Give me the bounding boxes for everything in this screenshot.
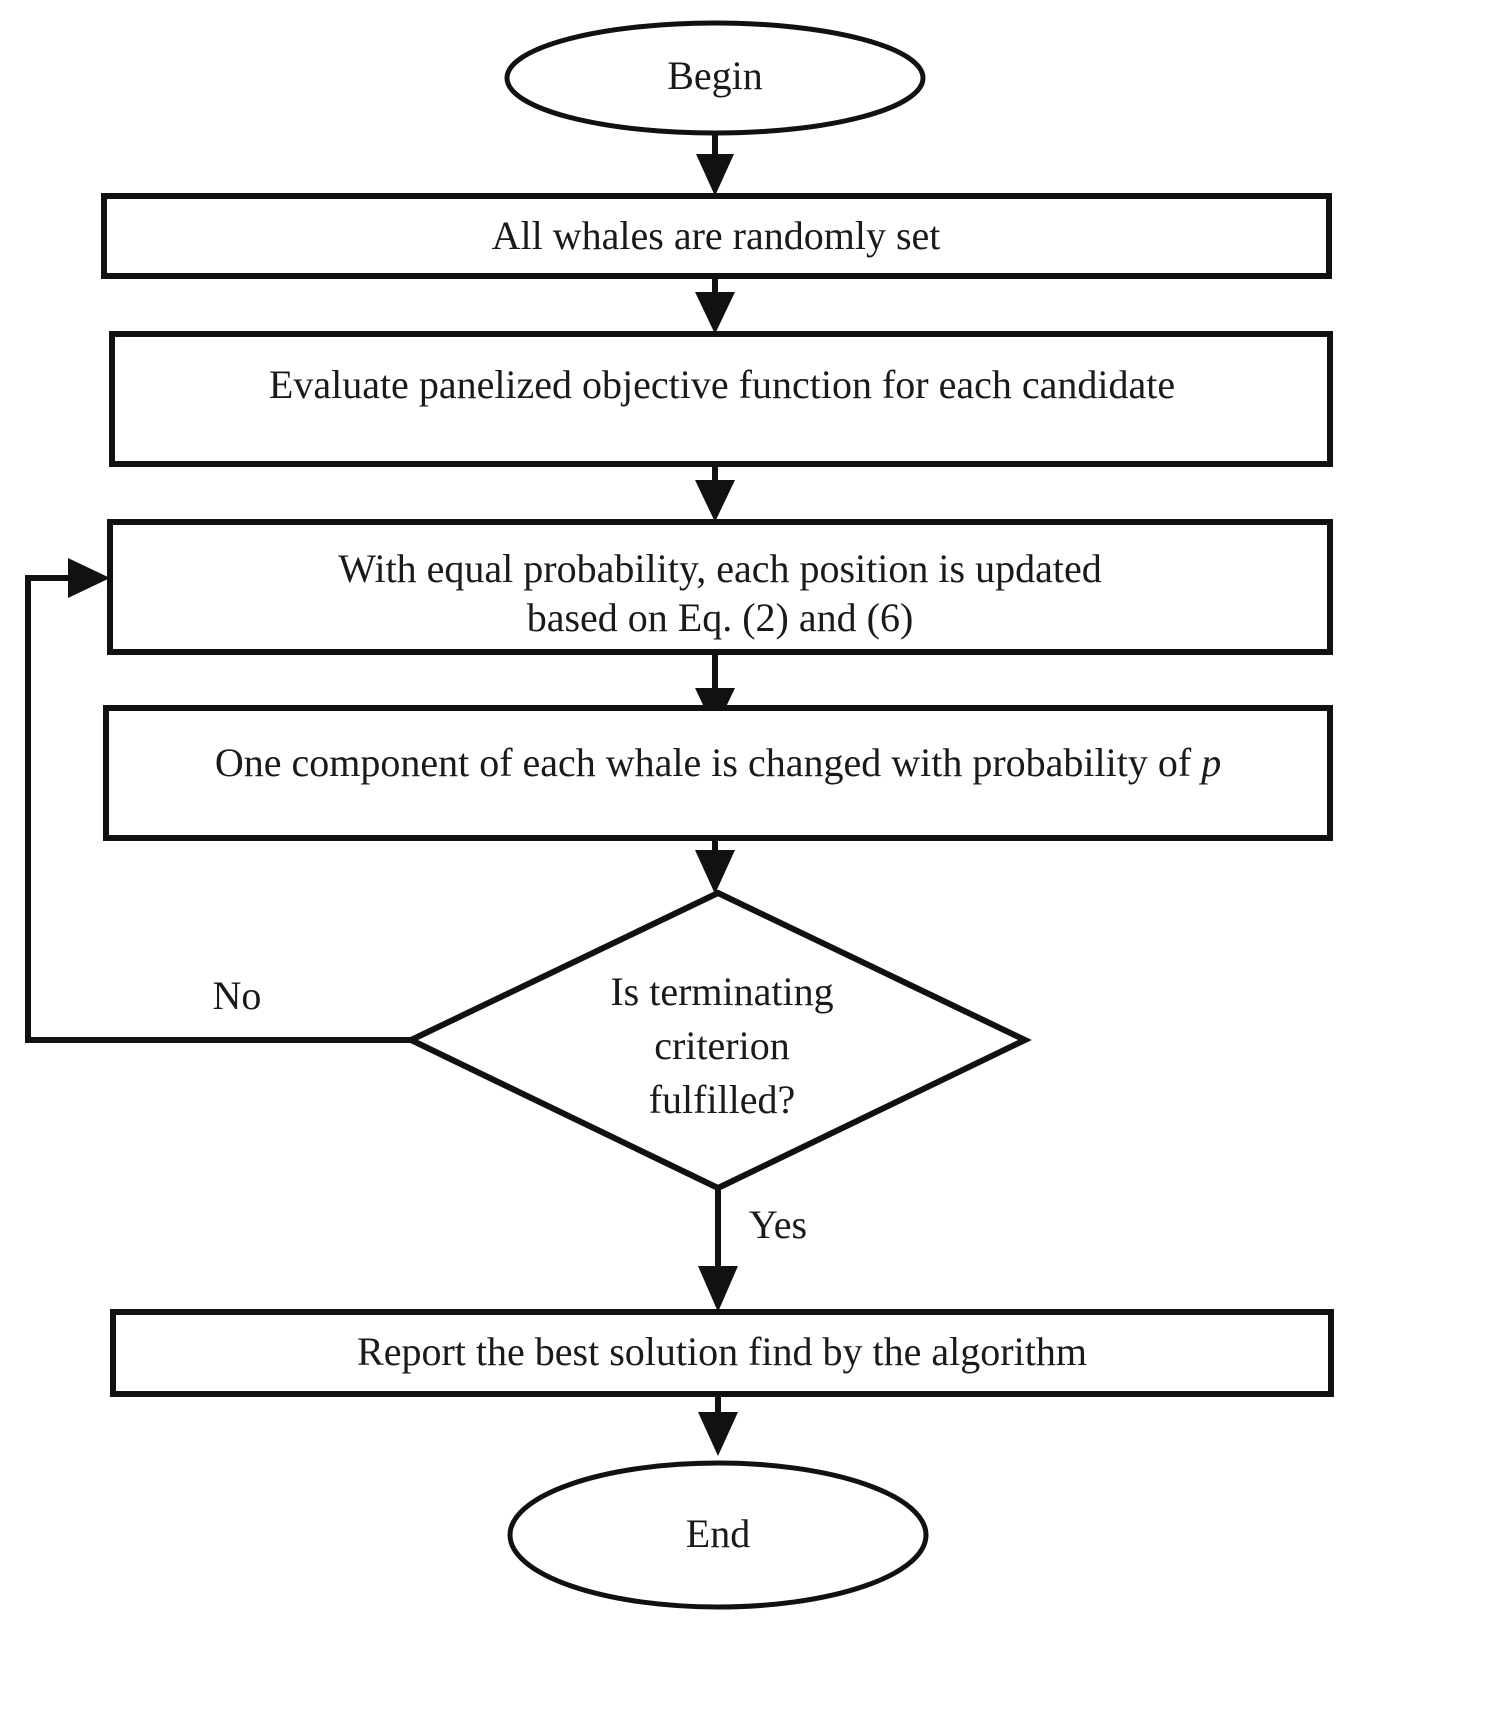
edge-report-to-end — [698, 1394, 738, 1456]
edge-mutate-to-decision — [695, 838, 735, 894]
report-label: Report the best solution find by the alg… — [357, 1329, 1087, 1374]
edge-begin-to-init — [696, 134, 734, 196]
edge-yes-to-report-arrowhead — [698, 1266, 738, 1312]
edge-begin-to-init-arrowhead — [696, 154, 734, 196]
edge-yes-to-report — [698, 1188, 738, 1312]
init-box-shape — [101, 193, 1332, 279]
mutate-box-shape — [103, 705, 1333, 841]
node-decision[interactable]: Is terminating criterion fulfilled? — [404, 889, 1032, 1192]
edge-no-feedback-loop — [25, 558, 411, 1043]
decision-label-line1: Is terminating — [610, 969, 833, 1014]
edge-init-to-evaluate-arrowhead — [695, 292, 735, 334]
edge-evaluate-to-update-arrowhead — [695, 480, 735, 522]
end-ellipse-shape — [507, 1460, 929, 1610]
mutate-label-text: One component of each whale is changed w… — [215, 740, 1201, 785]
node-end[interactable]: End — [507, 1460, 929, 1610]
node-begin[interactable]: Begin — [504, 20, 926, 136]
edge-report-to-end-arrowhead — [698, 1412, 738, 1456]
mutate-label-group: One component of each whale is changed w… — [215, 740, 1221, 785]
init-label: All whales are randomly set — [492, 213, 941, 258]
edge-label-yes: Yes — [749, 1202, 807, 1247]
update-box-shape — [107, 519, 1333, 655]
edge-init-to-evaluate — [695, 276, 735, 334]
report-box-shape — [110, 1309, 1334, 1397]
update-label-line1: With equal probability, each position is… — [338, 546, 1101, 591]
begin-label: Begin — [667, 53, 763, 98]
decision-label-line3: fulfilled? — [649, 1077, 796, 1122]
evaluate-label: Evaluate panelized objective function fo… — [269, 362, 1175, 407]
edge-no-feedback-arrowhead — [68, 558, 110, 598]
node-mutate[interactable]: One component of each whale is changed w… — [103, 705, 1333, 841]
node-init[interactable]: All whales are randomly set — [101, 193, 1332, 279]
end-label: End — [686, 1511, 750, 1556]
update-label-line2: based on Eq. (2) and (6) — [527, 595, 914, 640]
evaluate-box-shape — [109, 331, 1333, 467]
edge-mutate-to-decision-arrowhead — [695, 850, 735, 894]
decision-label-line2: criterion — [654, 1023, 790, 1068]
begin-ellipse-shape — [504, 20, 926, 136]
edge-label-no: No — [213, 973, 262, 1018]
mutate-probability-symbol: p — [1198, 740, 1221, 785]
edge-evaluate-to-update — [695, 464, 735, 522]
node-report[interactable]: Report the best solution find by the alg… — [110, 1309, 1334, 1397]
node-update[interactable]: With equal probability, each position is… — [107, 519, 1333, 655]
edge-no-feedback-path — [25, 575, 411, 1043]
node-evaluate[interactable]: Evaluate panelized objective function fo… — [109, 331, 1333, 467]
